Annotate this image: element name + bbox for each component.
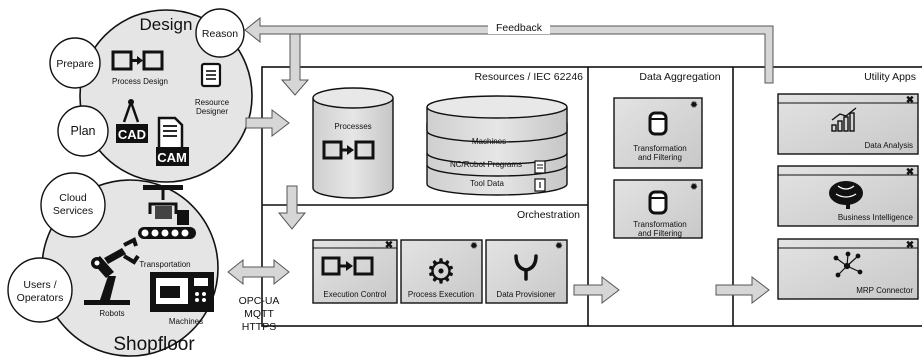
processes-flow-icon bbox=[322, 140, 375, 160]
transformation-2-label-2: and Filtering bbox=[638, 229, 682, 238]
data-provisioner-label: Data Provisioner bbox=[496, 290, 555, 299]
orchestration-title: Orchestration bbox=[517, 209, 580, 221]
network-nodes-icon bbox=[833, 251, 863, 278]
shopfloor-orchestration-double-arrow bbox=[227, 258, 290, 286]
execution-control-flow-icon bbox=[321, 256, 374, 276]
execution-control-label: Execution Control bbox=[323, 290, 386, 299]
transportation-label: Transportation bbox=[139, 260, 190, 269]
tool-data-doc-icon bbox=[534, 178, 546, 192]
resource-designer-label-2: Designer bbox=[196, 107, 228, 116]
data-analysis-label: Data Analysis bbox=[865, 141, 913, 150]
transformation-2-gear-icon[interactable]: ✹ bbox=[690, 182, 698, 193]
cam-label: CAM bbox=[157, 150, 187, 165]
data-provisioner-merge-icon bbox=[514, 254, 538, 281]
tool-data-label: Tool Data bbox=[470, 179, 504, 188]
machines-db-label: Machines bbox=[472, 137, 506, 146]
machine-icon bbox=[150, 272, 214, 312]
nc-program-doc-icon bbox=[534, 160, 546, 174]
plan-label: Plan bbox=[70, 124, 95, 138]
feedback-down-arrow bbox=[280, 33, 310, 96]
cad-label: CAD bbox=[118, 127, 146, 142]
business-intelligence-close-icon[interactable]: ✖ bbox=[906, 167, 914, 178]
execution-control-window[interactable] bbox=[312, 239, 398, 304]
resource-database-stack bbox=[426, 95, 568, 196]
prepare-label: Prepare bbox=[56, 58, 94, 70]
bar-chart-icon bbox=[831, 107, 857, 132]
reason-label: Reason bbox=[202, 28, 238, 40]
cloud-services-label-2: Services bbox=[53, 205, 93, 217]
machines-shopfloor-label: Machines bbox=[169, 317, 203, 326]
transformation-2-database-icon bbox=[648, 190, 668, 215]
cloud-services-label-1: Cloud bbox=[59, 192, 87, 204]
process-design-label: Process Design bbox=[112, 77, 168, 86]
transformation-2-label-1: Transformation bbox=[633, 220, 687, 229]
utility-apps-title: Utility Apps bbox=[864, 71, 916, 83]
execution-control-close-icon[interactable]: ✖ bbox=[385, 240, 393, 251]
transformation-1-label-2: and Filtering bbox=[638, 153, 682, 162]
process-execution-window[interactable] bbox=[400, 239, 483, 304]
aggregation-to-utility-arrow bbox=[715, 275, 770, 305]
nc-robot-programs-label: NC/Robot Programs bbox=[450, 160, 522, 169]
feedback-label: Feedback bbox=[496, 22, 543, 34]
plan-bubble: Plan bbox=[57, 105, 109, 157]
protocol-mqtt: MQTT bbox=[244, 308, 274, 320]
transformation-1-database-icon bbox=[648, 111, 668, 136]
resource-designer-label-1: Resource bbox=[195, 98, 230, 107]
process-execution-gear-icon: ⚙ bbox=[426, 253, 456, 291]
mrp-connector-label: MRP Connector bbox=[856, 286, 913, 295]
data-aggregation-title: Data Aggregation bbox=[639, 71, 720, 83]
robots-label: Robots bbox=[99, 309, 124, 318]
resources-to-orchestration-arrow bbox=[277, 185, 307, 230]
data-provisioner-gear-small-icon[interactable]: ✹ bbox=[555, 241, 563, 252]
transformation-1-label-1: Transformation bbox=[633, 144, 687, 153]
users-operators-label-2: Operators bbox=[17, 292, 64, 304]
mrp-connector-window[interactable] bbox=[777, 238, 919, 300]
process-execution-gear-small-icon[interactable]: ✹ bbox=[470, 241, 478, 252]
transformation-1-gear-icon[interactable]: ✹ bbox=[690, 100, 698, 111]
mrp-connector-close-icon[interactable]: ✖ bbox=[906, 240, 914, 251]
protocol-https: HTTPS bbox=[242, 321, 276, 333]
users-operators-label-1: Users / bbox=[23, 279, 56, 291]
process-design-icon bbox=[111, 50, 164, 71]
conveyor-icon bbox=[138, 185, 196, 239]
data-analysis-close-icon[interactable]: ✖ bbox=[906, 95, 914, 106]
resources-title: Resources / IEC 62246 bbox=[474, 71, 583, 83]
resource-designer-icon bbox=[200, 62, 222, 88]
processes-cylinder bbox=[312, 87, 394, 199]
process-execution-label: Process Execution bbox=[408, 290, 474, 299]
brain-icon bbox=[829, 181, 863, 209]
orchestration-to-aggregation-arrow bbox=[573, 275, 620, 305]
cad-icon: CAD bbox=[116, 99, 148, 143]
protocol-opcua: OPC-UA bbox=[239, 295, 280, 307]
design-to-resources-arrow bbox=[245, 108, 290, 138]
reason-bubble: Reason bbox=[195, 8, 245, 58]
cloud-services-bubble: Cloud Services bbox=[40, 172, 106, 238]
feedback-label-bg bbox=[488, 20, 550, 34]
business-intelligence-label: Business Intelligence bbox=[838, 213, 914, 222]
shopfloor-title: Shopfloor bbox=[113, 334, 195, 355]
processes-label: Processes bbox=[334, 122, 371, 131]
prepare-bubble: Prepare bbox=[49, 37, 101, 89]
robot-arm-icon bbox=[84, 237, 140, 305]
main-frame bbox=[261, 66, 922, 327]
design-title: Design bbox=[140, 15, 193, 34]
users-operators-bubble: Users / Operators bbox=[7, 257, 73, 323]
cam-icon: CAM bbox=[156, 116, 189, 166]
